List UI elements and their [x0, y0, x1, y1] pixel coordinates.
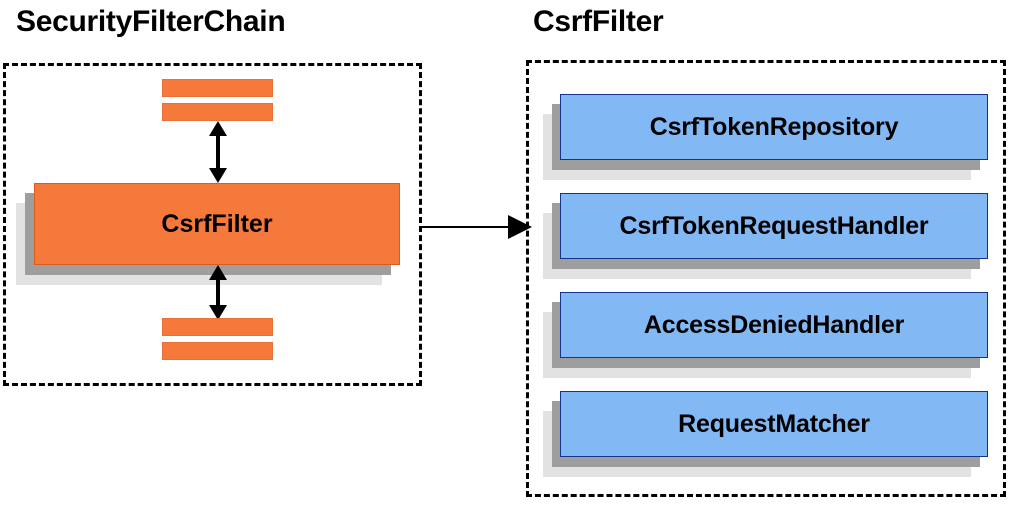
panel-title-security-filter-chain: SecurityFilterChain: [16, 5, 286, 38]
connector-chain-up-icon: [209, 121, 227, 183]
node-access-denied-handler: AccessDeniedHandler: [543, 292, 989, 380]
node-csrf-token-repository-label: CsrfTokenRepository: [560, 94, 988, 160]
filter-bar-top-2: [162, 103, 273, 121]
filter-bar-bottom-2: [162, 342, 273, 360]
connector-expand-arrow-icon: [420, 215, 532, 239]
node-csrf-filter-label: CsrfFilter: [34, 183, 400, 265]
filter-bar-bottom-1: [162, 318, 273, 336]
node-access-denied-handler-label: AccessDeniedHandler: [560, 292, 988, 358]
node-csrf-token-repository: CsrfTokenRepository: [543, 94, 989, 182]
node-csrf-filter: CsrfFilter: [16, 183, 402, 287]
panel-security-filter-chain: [3, 63, 422, 386]
node-csrf-token-request-handler-label: CsrfTokenRequestHandler: [560, 193, 988, 259]
connector-chain-down-icon: [209, 265, 227, 320]
panel-title-csrf-filter: CsrfFilter: [533, 5, 664, 38]
node-request-matcher-label: RequestMatcher: [560, 391, 988, 457]
node-request-matcher: RequestMatcher: [543, 391, 989, 479]
filter-bar-top-1: [162, 79, 273, 97]
node-csrf-token-request-handler: CsrfTokenRequestHandler: [543, 193, 989, 281]
panel-csrf-filter-detail: [526, 60, 1006, 497]
